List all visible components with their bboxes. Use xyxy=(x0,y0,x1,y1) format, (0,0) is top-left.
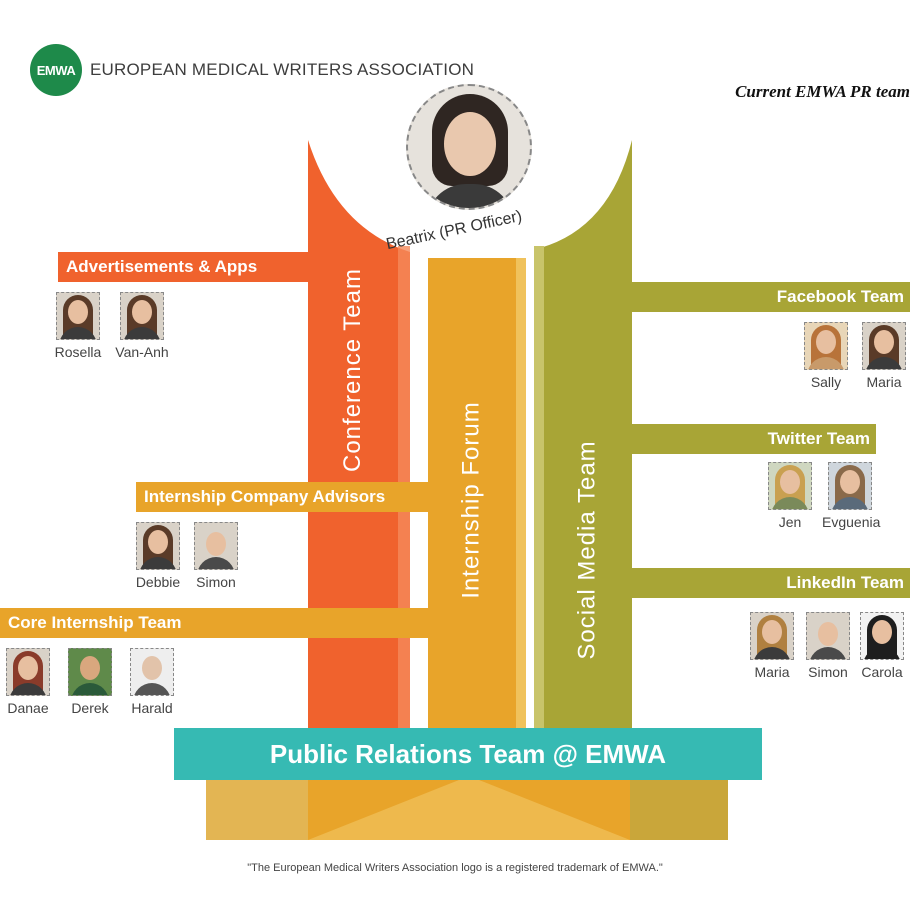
public-relations-banner: Public Relations Team @ EMWA xyxy=(174,728,762,780)
internship-forum-label-box: Internship Forum xyxy=(428,380,516,620)
avatar xyxy=(806,612,850,660)
internship-forum-tower-edge xyxy=(516,258,526,730)
person-jen: Jen xyxy=(762,462,818,530)
internship-forum-label: Internship Forum xyxy=(458,401,485,599)
social-media-label-box: Social Media Team xyxy=(544,430,632,670)
linkedin-branch: LinkedIn Team xyxy=(640,568,910,598)
facebook-branch-label: Facebook Team xyxy=(776,287,904,306)
linkedin-branch-connector xyxy=(620,568,640,598)
person-evguenia: Evguenia xyxy=(822,462,881,530)
social-media-team-label: Social Media Team xyxy=(574,440,602,660)
person-name: Van-Anh xyxy=(115,344,169,360)
avatar xyxy=(194,522,238,570)
person-name: Jen xyxy=(778,514,802,530)
company-advisors-branch: Internship Company Advisors xyxy=(136,482,385,512)
facebook-branch: Facebook Team xyxy=(640,282,910,312)
person-derek: Derek xyxy=(62,648,118,716)
person-name: Carola xyxy=(861,664,903,680)
person-harald: Harald xyxy=(124,648,180,716)
person-name: Rosella xyxy=(54,344,102,360)
avatar xyxy=(862,322,906,370)
internship-forum-tower xyxy=(428,258,516,730)
person-debbie: Debbie xyxy=(130,522,186,590)
person-danae: Danae xyxy=(0,648,56,716)
linkedin-branch-label: LinkedIn Team xyxy=(786,573,904,592)
person-van-anh: Van-Anh xyxy=(114,292,170,360)
person-maria-linkedin: Maria xyxy=(744,612,800,680)
person-name: Derek xyxy=(71,700,109,716)
avatar xyxy=(860,612,904,660)
beatrix-photo xyxy=(406,84,532,210)
pedestal-right xyxy=(630,776,728,840)
person-name: Evguenia xyxy=(822,514,881,530)
avatar xyxy=(120,292,164,340)
company-advisors-branch-connector xyxy=(380,482,428,512)
person-simon-advisor: Simon xyxy=(188,522,244,590)
core-internship-branch: Core Internship Team xyxy=(0,608,400,638)
company-advisors-branch-label: Internship Company Advisors xyxy=(144,487,386,506)
person-name: Maria xyxy=(866,374,902,390)
advertisements-branch-connector xyxy=(290,252,310,282)
avatar xyxy=(6,648,50,696)
conference-tower xyxy=(308,140,410,730)
person-simon-linkedin: Simon xyxy=(800,612,856,680)
avatar xyxy=(56,292,100,340)
person-name: Simon xyxy=(808,664,848,680)
avatar xyxy=(750,612,794,660)
person-name: Sally xyxy=(810,374,842,390)
person-sally: Sally xyxy=(798,322,854,390)
trademark-notice: "The European Medical Writers Associatio… xyxy=(247,862,663,874)
conference-team-label: Conference Team xyxy=(339,268,366,472)
person-name: Simon xyxy=(196,574,236,590)
avatar xyxy=(130,648,174,696)
core-internship-branch-connector xyxy=(400,608,430,638)
conference-tower-label-box: Conference Team xyxy=(308,250,398,490)
avatar xyxy=(136,522,180,570)
figure-caption: Current EMWA PR team xyxy=(735,82,910,101)
facebook-branch-connector xyxy=(620,282,640,312)
person-maria-facebook: Maria xyxy=(856,322,910,390)
advertisements-branch: Advertisements & Apps xyxy=(58,252,290,282)
person-name: Debbie xyxy=(135,574,181,590)
twitter-branch-connector xyxy=(620,424,640,454)
advertisements-branch-label: Advertisements & Apps xyxy=(66,257,258,276)
person-name: Harald xyxy=(131,700,173,716)
avatar xyxy=(828,462,872,510)
person-name: Maria xyxy=(754,664,790,680)
avatar xyxy=(768,462,812,510)
social-media-tower-edge xyxy=(534,246,544,730)
twitter-branch-label: Twitter Team xyxy=(767,429,870,448)
person-carola: Carola xyxy=(854,612,910,680)
emwa-logo: EMWA xyxy=(30,44,82,96)
avatar xyxy=(804,322,848,370)
core-internship-branch-label: Core Internship Team xyxy=(8,613,182,632)
avatar xyxy=(68,648,112,696)
person-rosella: Rosella xyxy=(50,292,106,360)
pedestal-left xyxy=(206,776,308,840)
organization-name: EUROPEAN MEDICAL WRITERS ASSOCIATION xyxy=(90,60,475,79)
person-name: Danae xyxy=(7,700,49,716)
social-media-tower xyxy=(540,140,632,730)
pedestal-facet xyxy=(308,776,630,840)
twitter-branch: Twitter Team xyxy=(640,424,876,454)
